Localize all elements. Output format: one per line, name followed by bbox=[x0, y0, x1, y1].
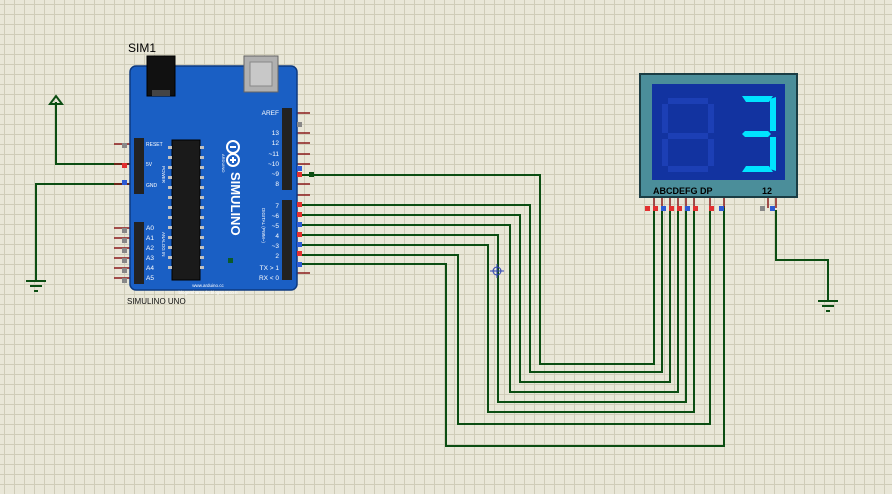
pin-label-power: RESET bbox=[146, 142, 163, 148]
pin-label-power: 5V bbox=[146, 162, 153, 168]
pin-label-analog: A2 bbox=[146, 245, 154, 252]
pin-label-digital: TX > 1 bbox=[260, 265, 280, 272]
left-pin-markers bbox=[122, 143, 127, 283]
ground-left-icon[interactable] bbox=[26, 280, 46, 292]
wire-d8 bbox=[300, 174, 655, 365]
board-ref-label[interactable]: SIM1 bbox=[128, 41, 156, 55]
pin-label-digital: 4 bbox=[275, 233, 279, 240]
segment-pins-label: ABCDEFG DP bbox=[653, 186, 713, 196]
wire-5v bbox=[55, 102, 138, 165]
wire-d5 bbox=[300, 206, 679, 393]
power-terminal-icon[interactable] bbox=[48, 94, 64, 105]
analog-header bbox=[134, 222, 144, 284]
pin-label-digital: ~9 bbox=[272, 171, 280, 178]
pin-label-digital: 8 bbox=[275, 181, 279, 188]
pin-label-analog: A3 bbox=[146, 255, 154, 262]
pin-label-digital: RX < 0 bbox=[259, 275, 279, 282]
board-url-2: blogembarcado.blogspot.com bbox=[178, 290, 237, 295]
display-digit-value: 3 bbox=[0, 0, 1, 1]
wire-d3 bbox=[300, 206, 695, 413]
power-header bbox=[134, 138, 144, 194]
pin-label-digital: 7 bbox=[275, 203, 279, 210]
pin-label-digital: 12 bbox=[272, 140, 280, 147]
analog-header-label: ANALOG IN bbox=[161, 232, 166, 257]
board-part-label[interactable]: SIMULINO UNO bbox=[127, 297, 186, 306]
crosshair-cursor-icon bbox=[490, 264, 504, 278]
right-pin-markers bbox=[297, 122, 302, 267]
digital-header-high bbox=[282, 108, 292, 190]
wire-d1 bbox=[300, 206, 725, 447]
pin-label-analog: A5 bbox=[146, 275, 154, 282]
pin-label-digital: ~3 bbox=[272, 243, 280, 250]
right-pin-stubs bbox=[296, 112, 310, 274]
pin-label-aref: AREF bbox=[262, 110, 279, 117]
wire-d7 bbox=[300, 204, 663, 373]
pin-label-analog: A0 bbox=[146, 225, 154, 232]
board-url-1: www.arduino.cc bbox=[192, 283, 224, 288]
board-pcb bbox=[129, 65, 298, 291]
pin-label-digital: ~5 bbox=[272, 223, 280, 230]
dim-segments bbox=[662, 98, 714, 172]
pin-label-digital: 2 bbox=[275, 253, 279, 260]
wires[interactable] bbox=[35, 102, 829, 447]
power-jack bbox=[146, 55, 176, 97]
wire-d2 bbox=[300, 206, 711, 425]
pin-label-analog: A4 bbox=[146, 265, 154, 272]
board-brand: SIMULINO bbox=[228, 172, 243, 236]
digital-header-label: DIGITAL (PWM~) bbox=[261, 208, 266, 243]
pin-label-digital: ~10 bbox=[268, 161, 279, 168]
wire-d6 bbox=[300, 206, 671, 383]
display-pin-markers bbox=[645, 206, 775, 211]
wire-gnd-left bbox=[35, 183, 138, 280]
pin-label-power: GND bbox=[146, 183, 158, 189]
board-sub-brand: ARDUINO bbox=[221, 154, 226, 172]
wire-gnd-right bbox=[775, 210, 829, 300]
pin-label-analog: A1 bbox=[146, 235, 154, 242]
wire-junctions bbox=[309, 172, 314, 177]
microcontroller-chip bbox=[171, 139, 201, 281]
wire-d4 bbox=[300, 206, 687, 403]
power-header-label: POWER bbox=[161, 166, 166, 184]
arduino-board[interactable]: ARDUINO SIMULINO POWER ANALOG IN DIGITAL… bbox=[114, 55, 310, 295]
common-pins-label: 12 bbox=[762, 186, 772, 196]
status-led bbox=[228, 258, 233, 263]
lit-digit-segments bbox=[742, 96, 776, 172]
infinity-logo-icon bbox=[226, 140, 240, 167]
ground-right-icon[interactable] bbox=[818, 300, 838, 312]
digital-header-low bbox=[282, 200, 292, 280]
pin-label-digital: 13 bbox=[272, 130, 280, 137]
pin-label-digital: ~6 bbox=[272, 213, 280, 220]
seven-segment-display[interactable]: 3 ABCDEFG DP 12 bbox=[0, 0, 798, 211]
pin-label-digital: ~11 bbox=[268, 151, 279, 158]
